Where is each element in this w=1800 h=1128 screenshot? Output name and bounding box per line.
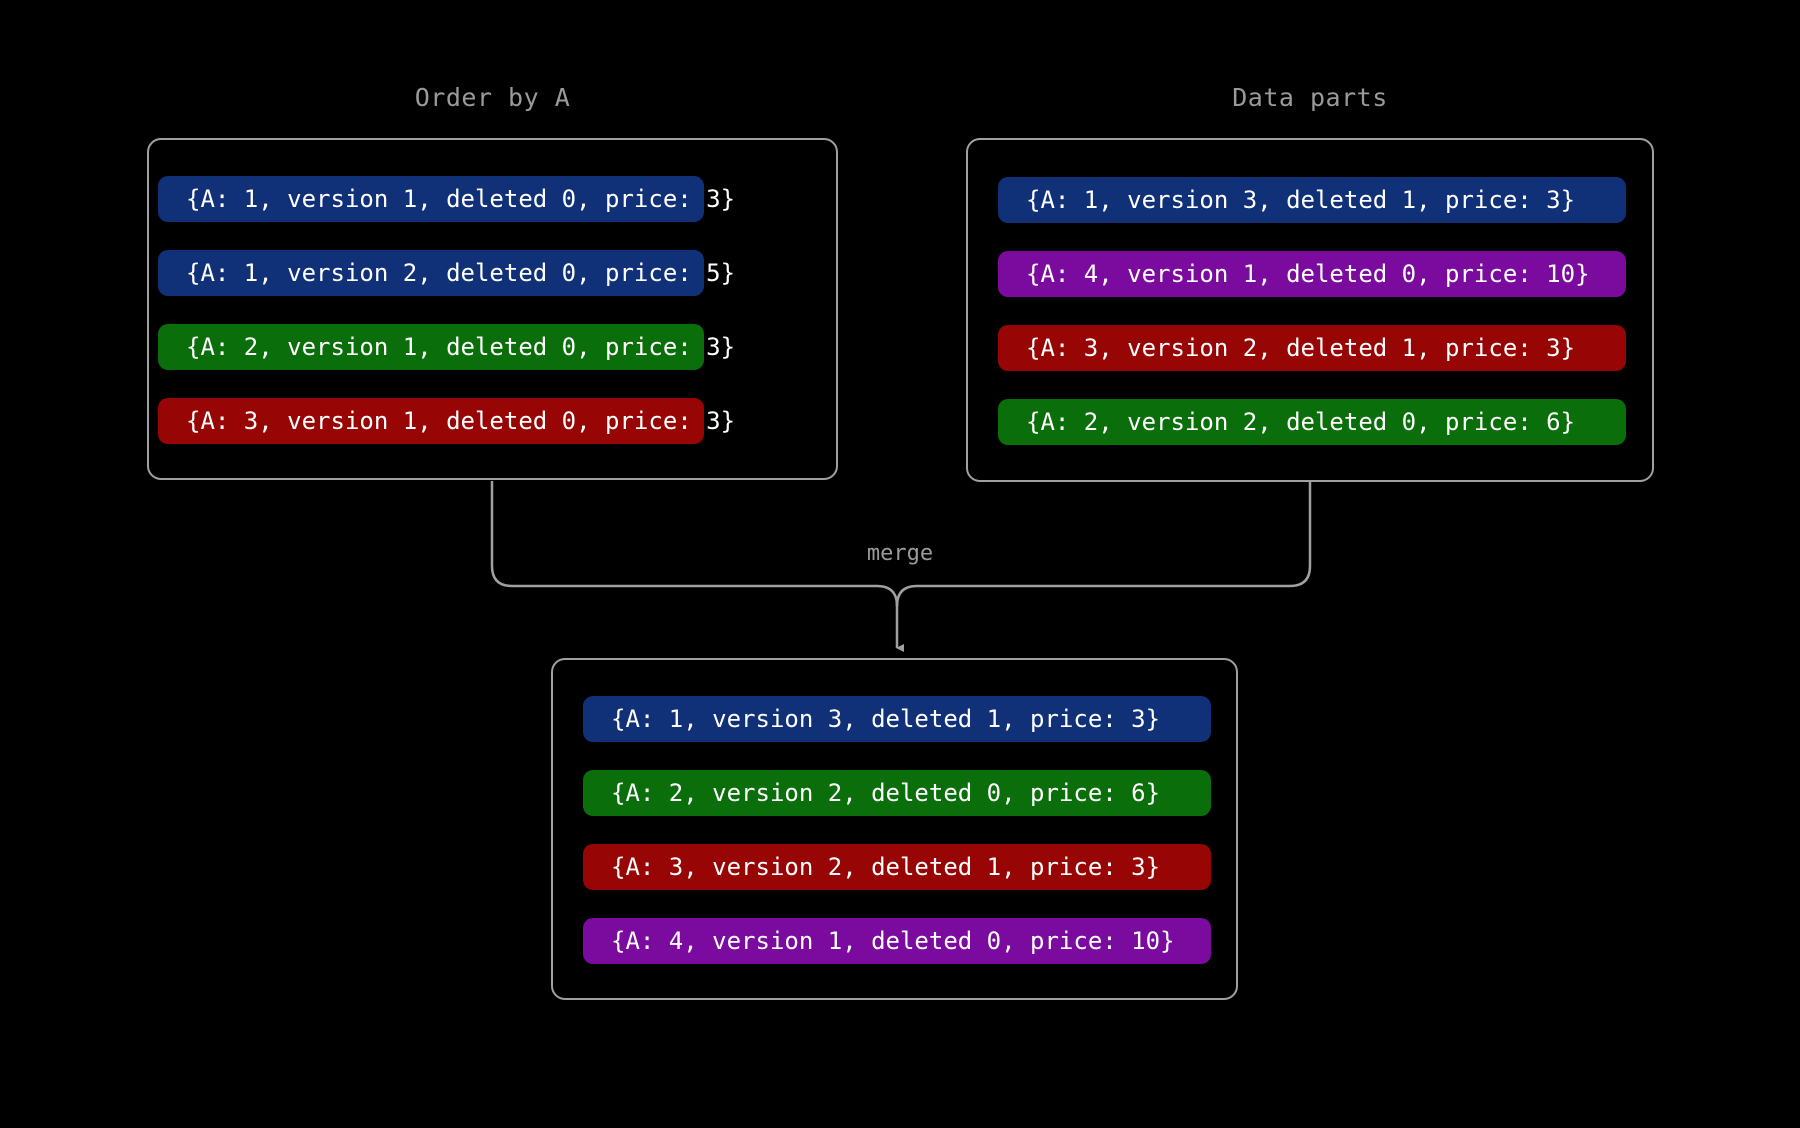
row-label: {A: 3, version 1, deleted 0, price: 3} <box>186 407 736 435</box>
row-item[interactable]: {A: 1, version 2, deleted 0, price: 5} <box>158 250 735 296</box>
panel-order-by-a: {A: 1, version 1, deleted 0, price: 3} {… <box>147 138 838 480</box>
merge-label: merge <box>866 541 934 566</box>
row-label: {A: 1, version 3, deleted 1, price: 3} <box>1026 186 1576 214</box>
row-label: {A: 4, version 1, deleted 0, price: 10} <box>1026 260 1590 288</box>
row-label: {A: 2, version 2, deleted 0, price: 6} <box>1026 408 1576 436</box>
row-item[interactable]: {A: 2, version 2, deleted 0, price: 6} <box>583 770 1211 816</box>
row-label: {A: 2, version 1, deleted 0, price: 3} <box>186 333 736 361</box>
row-item[interactable]: {A: 2, version 2, deleted 0, price: 6} <box>998 399 1626 445</box>
row-item[interactable]: {A: 3, version 2, deleted 1, price: 3} <box>998 325 1626 371</box>
row-label: {A: 2, version 2, deleted 0, price: 6} <box>611 779 1161 807</box>
row-item[interactable]: {A: 4, version 1, deleted 0, price: 10} <box>998 251 1626 297</box>
row-label: {A: 1, version 2, deleted 0, price: 5} <box>186 259 736 287</box>
row-label: {A: 1, version 1, deleted 0, price: 3} <box>186 185 736 213</box>
row-item[interactable]: {A: 3, version 1, deleted 0, price: 3} <box>158 398 735 444</box>
panel-title-data-parts: Data parts <box>1232 83 1388 112</box>
row-item[interactable]: {A: 1, version 1, deleted 0, price: 3} <box>158 176 735 222</box>
panel-title-order-by-a: Order by A <box>414 83 571 112</box>
row-label: {A: 3, version 2, deleted 1, price: 3} <box>1026 334 1576 362</box>
panel-merged-result: {A: 1, version 3, deleted 1, price: 3} {… <box>551 658 1238 1000</box>
row-item[interactable]: {A: 1, version 3, deleted 1, price: 3} <box>583 696 1211 742</box>
row-item[interactable]: {A: 3, version 2, deleted 1, price: 3} <box>583 844 1211 890</box>
row-item[interactable]: {A: 1, version 3, deleted 1, price: 3} <box>998 177 1626 223</box>
row-item[interactable]: {A: 2, version 1, deleted 0, price: 3} <box>158 324 735 370</box>
panel-data-parts: {A: 1, version 3, deleted 1, price: 3} {… <box>966 138 1654 482</box>
row-label: {A: 4, version 1, deleted 0, price: 10} <box>611 927 1175 955</box>
row-item[interactable]: {A: 4, version 1, deleted 0, price: 10} <box>583 918 1211 964</box>
row-label: {A: 1, version 3, deleted 1, price: 3} <box>611 705 1161 733</box>
row-label: {A: 3, version 2, deleted 1, price: 3} <box>611 853 1161 881</box>
